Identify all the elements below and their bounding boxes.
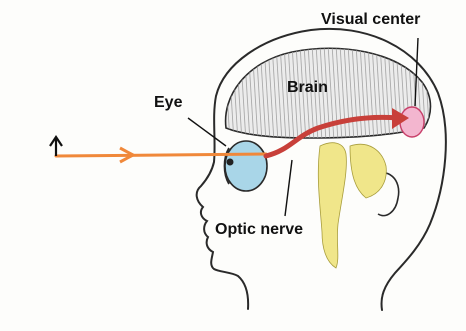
brain-hatch-stroke [220,44,226,142]
visual-center-label: Visual center [321,12,420,28]
eye-label: Eye [154,95,182,111]
light-ray [56,154,266,156]
visual-center [400,107,424,137]
leader-line-eye [188,118,226,146]
brainstem [318,143,346,268]
eye-pupil [227,159,234,166]
brain-label: Brain [287,80,328,96]
leader-line-optic [285,160,292,216]
cerebellum [350,144,386,198]
optic-nerve-label: Optic nerve [215,222,303,238]
eye-ball [225,141,267,191]
